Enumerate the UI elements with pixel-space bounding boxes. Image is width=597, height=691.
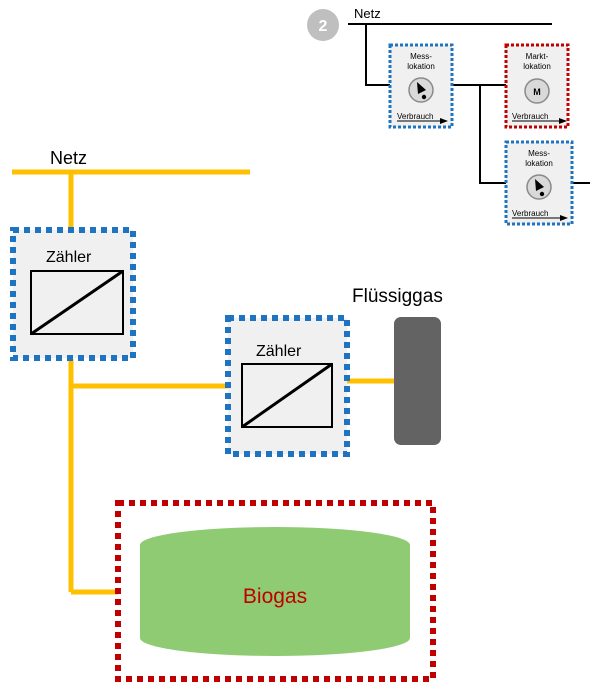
biogas-container: Biogas xyxy=(115,500,436,682)
meter-symbol-icon xyxy=(30,269,124,336)
inset-messlokation-2: Mess- lokation Verbrauch xyxy=(504,140,574,226)
inset-markt-symbol: M xyxy=(533,87,541,97)
inset-markt-line1: Markt- xyxy=(526,52,549,61)
gas-tank xyxy=(394,317,441,445)
meter-1: Zähler xyxy=(10,227,136,361)
step-badge-icon: 2 xyxy=(307,9,339,41)
step-number: 2 xyxy=(319,18,328,35)
meter-1-label: Zähler xyxy=(46,249,92,266)
inset-mess2-line2: lokation xyxy=(525,159,553,168)
inset-netz-label: Netz xyxy=(354,6,381,21)
grid-wiring xyxy=(12,169,394,595)
inset-wiring xyxy=(365,24,590,184)
meter-symbol-icon xyxy=(241,362,333,429)
gas-label: Flüssiggas xyxy=(352,286,443,307)
biogas-label: Biogas xyxy=(243,585,307,608)
inset-mess1-line1: Mess- xyxy=(410,52,432,61)
inset-diagram: 2 Netz Mess- lokation Verbrauch xyxy=(307,6,590,226)
biogas-tank xyxy=(140,527,410,656)
meter-2-label: Zähler xyxy=(256,343,302,360)
netz-label: Netz xyxy=(50,148,87,168)
market-symbol-icon xyxy=(524,78,550,104)
inset-mess2-line1: Mess- xyxy=(528,149,550,158)
inset-markt-line2: lokation xyxy=(523,62,551,71)
gauge-icon xyxy=(526,174,552,200)
inset-mess1-line2: lokation xyxy=(407,62,435,71)
inset-mess2-caption: Verbrauch xyxy=(512,209,548,218)
meter-2: Zähler xyxy=(225,315,350,457)
inset-mess1-caption: Verbrauch xyxy=(397,112,433,121)
inset-markt-caption: Verbrauch xyxy=(512,112,548,121)
inset-marktlokation: Markt- lokation M Verbrauch xyxy=(504,43,570,129)
gauge-icon xyxy=(408,77,434,103)
inset-messlokation-1: Mess- lokation Verbrauch xyxy=(388,43,454,129)
